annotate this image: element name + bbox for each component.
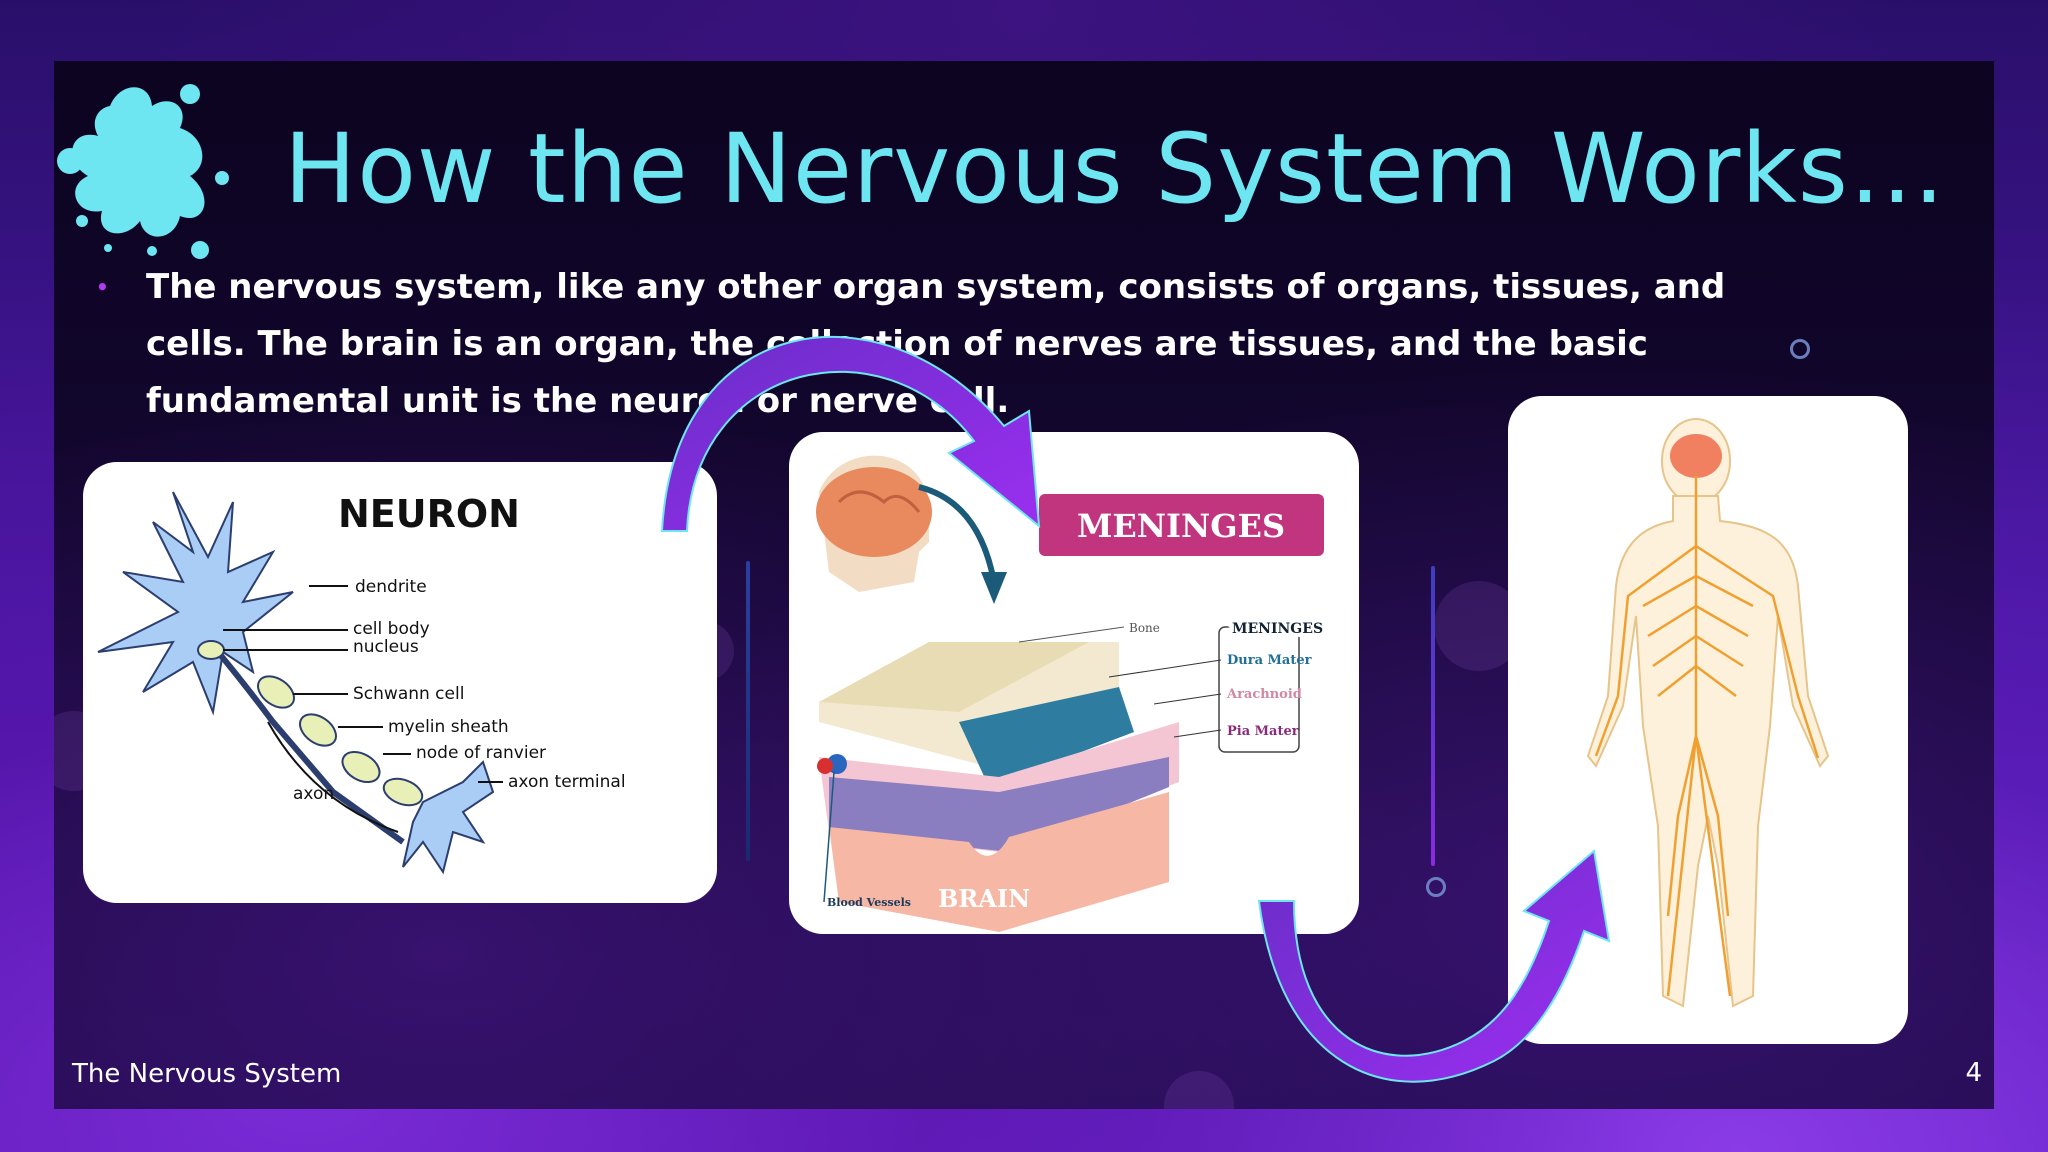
legend-title: MENINGES <box>1232 621 1323 637</box>
neuron-heading: NEURON <box>338 492 520 536</box>
paint-splatter-icon <box>57 84 229 259</box>
footer-title: The Nervous System <box>72 1059 342 1089</box>
meninges-banner <box>1039 494 1324 556</box>
label-bone: Bone <box>1129 621 1160 635</box>
body-card <box>1508 396 1908 1044</box>
label-pia-mater: Pia Mater <box>1227 724 1299 739</box>
slide-title: How the Nervous System Works… <box>284 113 1946 225</box>
label-nucleus: nucleus <box>353 637 419 657</box>
body-text: The nervous system, like any other organ… <box>146 267 1726 421</box>
meninges-card: MENINGES BRAIN Bone MENINGES Dura Mater <box>789 432 1359 934</box>
label-dura-mater: Dura Mater <box>1227 653 1312 668</box>
slide: How the Nervous System Works… • The nerv… <box>54 61 1994 1109</box>
body-paragraph: • The nervous system, like any other org… <box>96 259 1786 430</box>
slide-number: 4 <box>1965 1058 1982 1088</box>
meninges-legend-box <box>1218 626 1300 753</box>
meninges-banner-text: MENINGES <box>1077 507 1285 545</box>
neuron-diagram: NEURON dendrite cell body nucleus Schwan… <box>97 491 626 875</box>
human-nervous-system-icon <box>1586 418 1830 1008</box>
decorative-circle <box>1790 339 1810 359</box>
decorative-line <box>746 561 750 861</box>
label-dendrite: dendrite <box>355 577 427 597</box>
label-schwann-cell: Schwann cell <box>353 684 464 704</box>
decorative-line <box>1431 566 1435 866</box>
label-node-of-ranvier: node of ranvier <box>416 743 546 763</box>
label-blood-vessels: Blood Vessels <box>827 896 911 909</box>
label-arachnoid: Arachnoid <box>1226 687 1302 702</box>
bullet-icon: • <box>96 275 109 299</box>
label-axon: axon <box>293 784 334 804</box>
label-myelin-sheath: myelin sheath <box>388 717 509 737</box>
meninges-diagram: MENINGES BRAIN Bone MENINGES Dura Mater <box>816 455 1327 932</box>
bokeh-light <box>1164 1071 1234 1109</box>
label-cell-body: cell body <box>353 619 430 639</box>
neuron-card: NEURON dendrite cell body nucleus Schwan… <box>83 462 717 903</box>
label-axon-terminal: axon terminal <box>508 772 626 792</box>
label-brain: BRAIN <box>938 884 1030 913</box>
decorative-circle <box>1426 877 1446 897</box>
